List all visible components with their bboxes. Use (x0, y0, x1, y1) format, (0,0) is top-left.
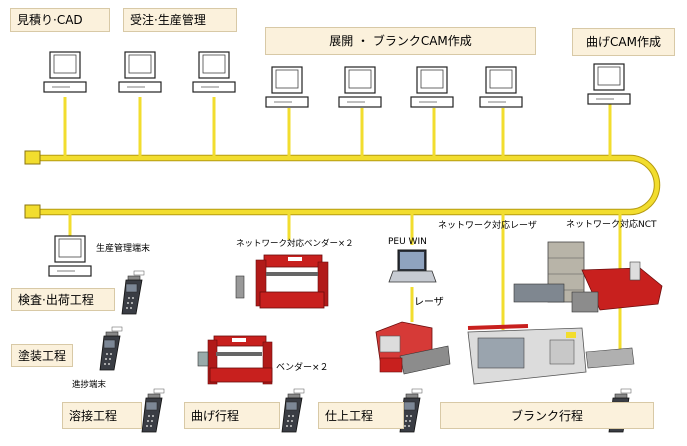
box-finishing: 仕上工程 (318, 402, 404, 429)
box-painting: 塗装工程 (11, 344, 73, 367)
box-blank-cam: 展開 ・ ブランクCAM作成 (265, 27, 536, 55)
bender-machine (197, 335, 273, 385)
label-laser: レーザ (414, 297, 444, 308)
top-drop-lines (63, 97, 612, 158)
label-production-terminal: 生産管理端末 (96, 244, 151, 254)
label-network-laser: ネットワーク対応レーザ (438, 221, 537, 231)
pc-estimate-cad (43, 51, 87, 93)
pc-blank-cam-4 (479, 66, 523, 108)
box-bending-process: 曲げ行程 (184, 402, 280, 429)
network-loop (30, 154, 661, 216)
network-terminator-top (24, 150, 41, 165)
pc-production-terminal (48, 235, 92, 277)
scanner-painting (99, 326, 123, 371)
label-peu-win: PEU WIN (388, 237, 427, 247)
pc-order-production-1 (118, 51, 162, 93)
box-estimate-cad: 見積り·CAD (10, 8, 110, 32)
pc-bend-cam (587, 63, 631, 105)
box-bend-cam: 曲げCAM作成 (572, 28, 675, 56)
pc-blank-cam-2 (338, 66, 382, 108)
pc-order-production-2 (192, 51, 236, 93)
laptop-peu-win (388, 249, 437, 283)
scanner-welding (141, 388, 165, 433)
box-blank-process: ブランク行程 (440, 402, 654, 429)
pc-blank-cam-1 (265, 66, 309, 108)
label-network-nct: ネットワーク対応NCT (566, 220, 657, 230)
network-terminator-bottom (24, 204, 41, 219)
label-network-bender: ネットワーク対応ベンダー×２ (236, 239, 354, 249)
scanner-inspection (121, 270, 145, 315)
pc-blank-cam-3 (410, 66, 454, 108)
network-laser-machine (467, 324, 635, 385)
laser-machine (375, 321, 451, 375)
scanner-bending (281, 388, 305, 433)
box-welding: 溶接工程 (62, 402, 142, 429)
network-bender-machine (235, 254, 329, 309)
label-progress-terminal: 進捗端末 (72, 380, 107, 390)
label-bender: ベンダー×２ (276, 363, 329, 373)
network-nct-machine (513, 241, 663, 313)
box-order-production: 受注·生産管理 (123, 8, 237, 32)
box-inspection: 検査·出荷工程 (11, 288, 115, 311)
